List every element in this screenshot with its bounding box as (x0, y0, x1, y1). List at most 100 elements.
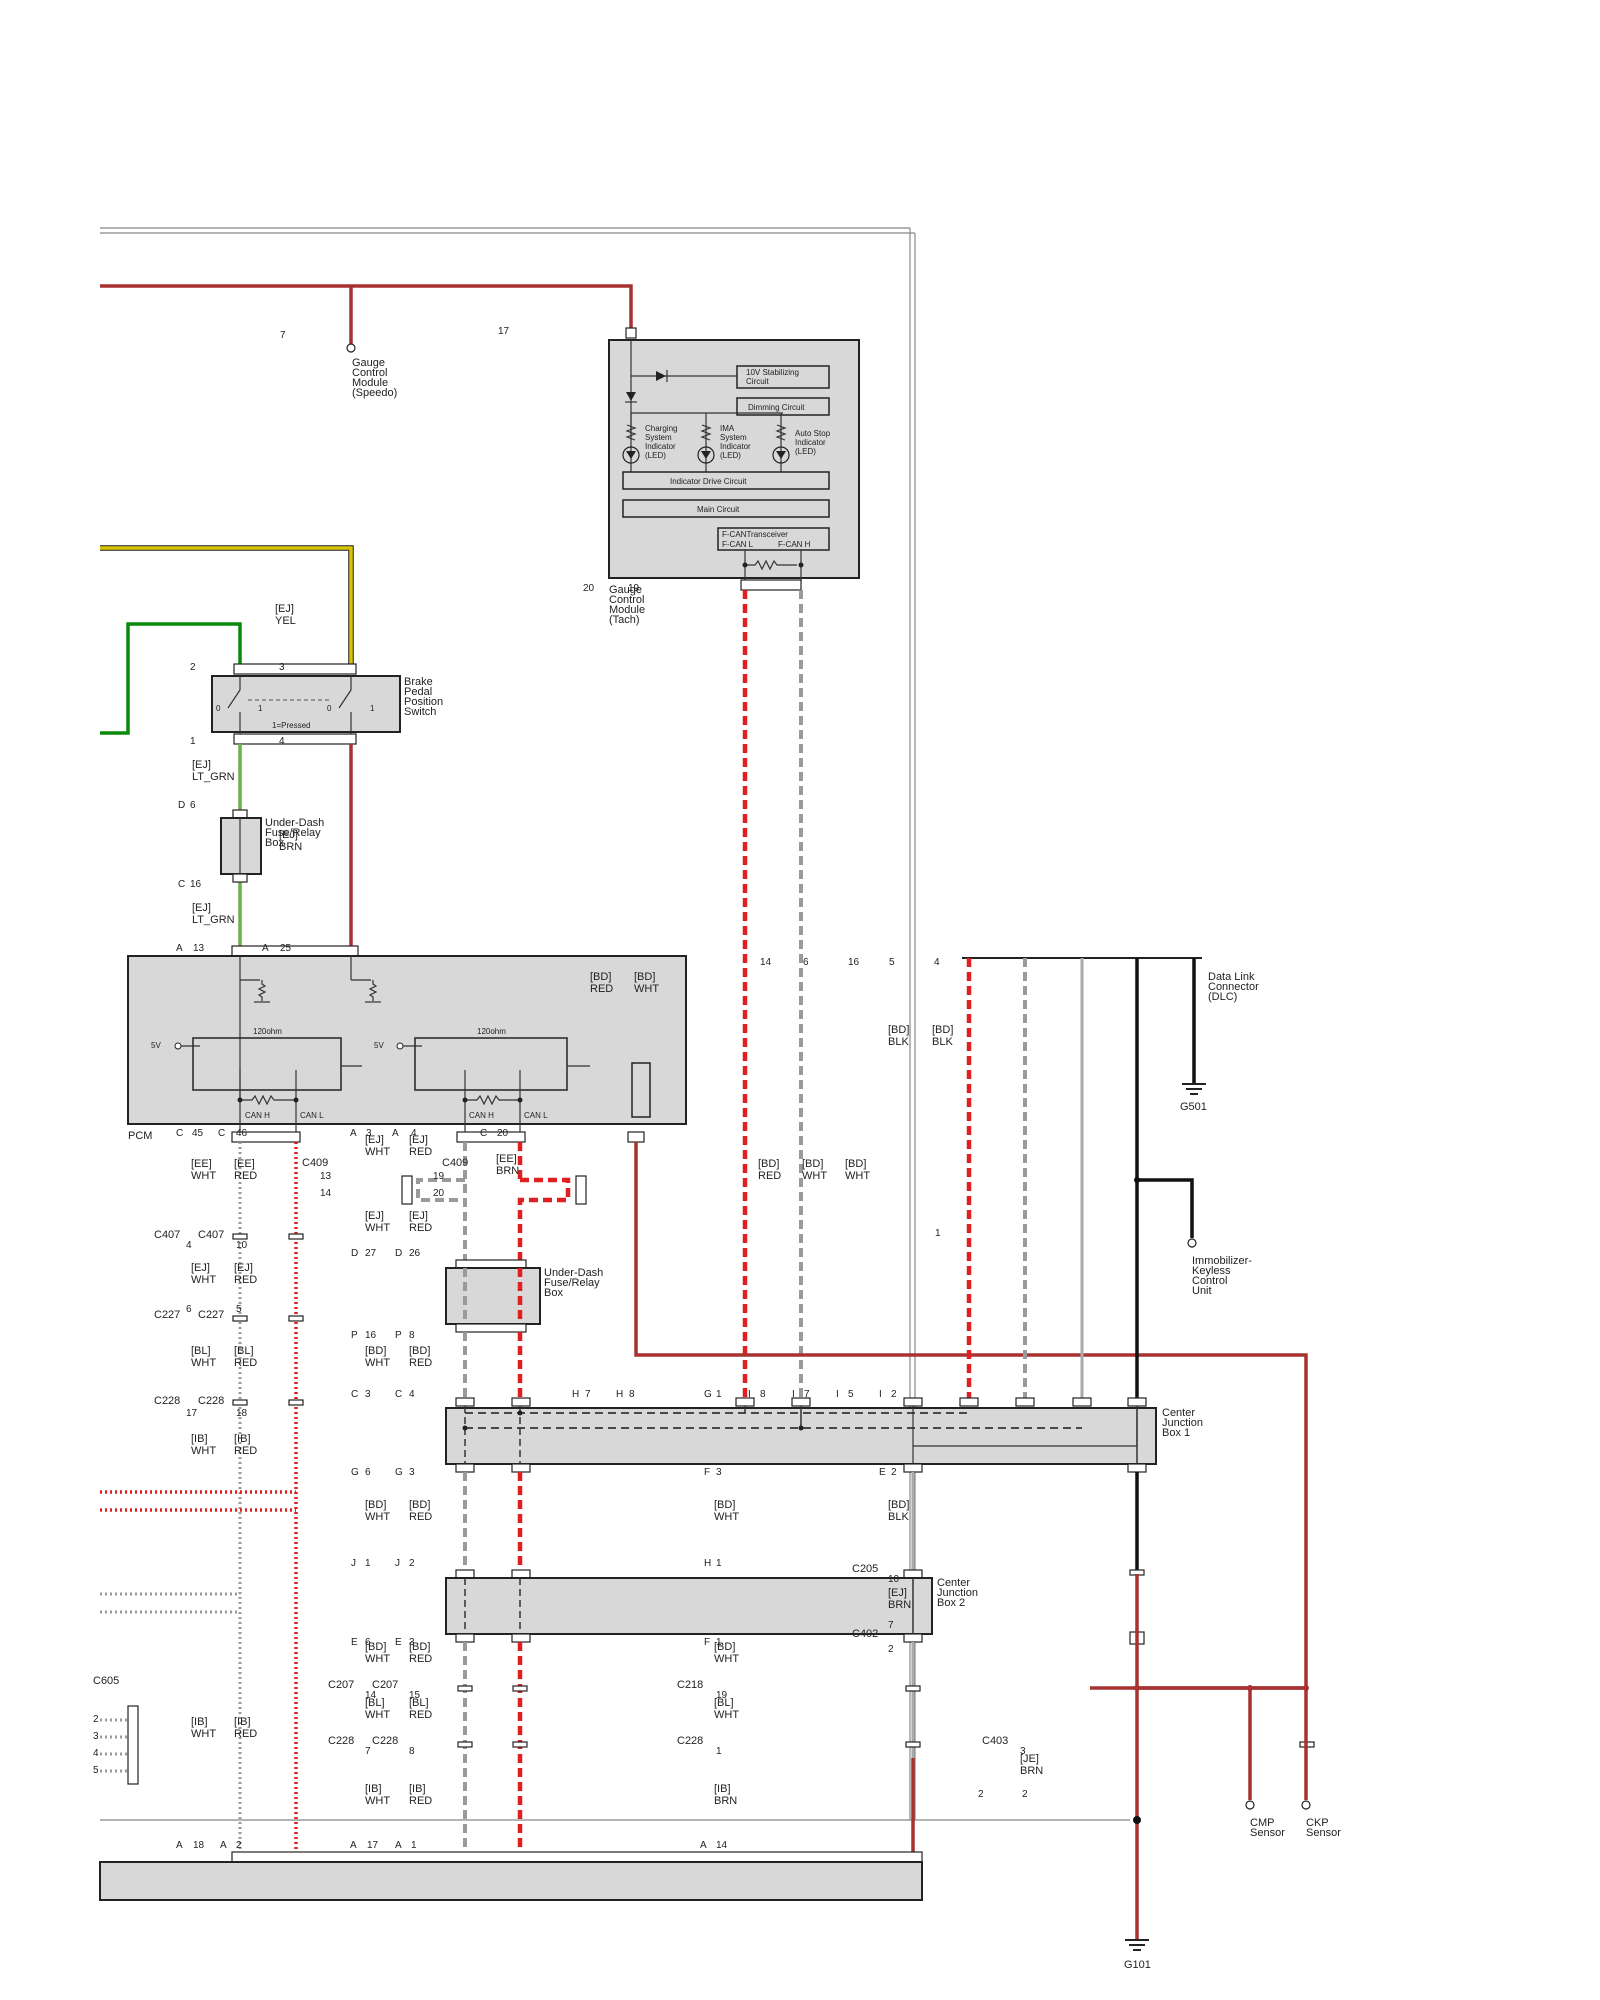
wire-code-1-0: [EJ] (192, 759, 211, 771)
brake-input-wires (100, 545, 354, 735)
pin-number-73: 2 (409, 1558, 415, 1569)
center-junction-box-1 (445, 1397, 1157, 1473)
wire-code-18-0: [EJ] (191, 1262, 210, 1274)
label-immobilizer-1: Immobilizer- (1192, 1255, 1252, 1267)
wire-code-15-1: BRN (496, 1165, 519, 1177)
indicator-drive-circuit-label: Indicator Drive Circuit (670, 477, 747, 486)
wire-code-31-0: [BD] (365, 1641, 386, 1653)
wire-code-24-1: WHT (191, 1445, 216, 1457)
wire-code-33-0: [BD] (714, 1641, 735, 1653)
wire-code-9-1: WHT (802, 1170, 827, 1182)
label-cmp-2: Sensor (1250, 1827, 1285, 1839)
connector-label-14: C218 (677, 1679, 703, 1691)
wire-code-12-1: RED (234, 1170, 257, 1182)
label-brake-switch-1: Brake (404, 676, 433, 688)
pin-number-14: A (262, 943, 269, 954)
wire-code-6-0: [BD] (888, 1024, 909, 1036)
wire-code-12-0: [EE] (234, 1158, 255, 1170)
pin-number-81: 1 (716, 1637, 722, 1648)
wire-code-36-1: WHT (714, 1709, 739, 1721)
bottom-module (99, 1851, 923, 1901)
wire-code-32-1: RED (409, 1653, 432, 1665)
wire-labels: [EJ]YEL[EJ]LT_GRN[EJ]LT_GRN[EJ]BRN[BD]RE… (191, 603, 1043, 1807)
wire-code-28-1: WHT (714, 1511, 739, 1523)
wire-code-21-0: [BL] (234, 1345, 254, 1357)
pin-number-94: 1 (935, 1228, 941, 1239)
pin-number-29: 20 (433, 1188, 445, 1199)
wire-code-1-1: LT_GRN (192, 771, 235, 783)
pin-number-89: 7 (888, 1620, 894, 1631)
label-immobilizer-4: Unit (1192, 1285, 1212, 1297)
switch-0a: 0 (216, 704, 221, 713)
pin-number-57: 7 (804, 1389, 810, 1400)
pin-number-110: 2 (93, 1714, 99, 1725)
label-brake-switch-2: Pedal (404, 686, 432, 698)
pin-number-10: C (178, 879, 185, 890)
wire-code-30-0: [EJ] (888, 1587, 907, 1599)
pin-number-47: 4 (409, 1389, 415, 1400)
wire-code-41-0: [IB] (714, 1783, 731, 1795)
wire-code-40-1: RED (409, 1795, 432, 1807)
gauge-control-module-tach: 10V Stabilizing Circuit Dimming Circuit … (608, 339, 860, 591)
pin-number-101: 18 (193, 1840, 205, 1851)
led-indicators (622, 424, 790, 464)
label-cjb1-1: Center (1162, 1407, 1195, 1419)
pin-number-69: 2 (891, 1467, 897, 1478)
label-dlc-3: (DLC) (1208, 991, 1237, 1003)
autostop-label-3: (LED) (795, 447, 816, 456)
wire-code-27-1: RED (409, 1511, 432, 1523)
pin-number-58: I (836, 1389, 839, 1400)
pcm-can-l-left: CAN L (300, 1111, 324, 1120)
pin-number-28: 19 (433, 1171, 445, 1182)
pin-number-62: G (351, 1467, 359, 1478)
label-ckp-1: CKP (1306, 1817, 1329, 1829)
wire-code-4-0: [BD] (590, 971, 611, 983)
wire-code-21-1: RED (234, 1357, 257, 1369)
wire-code-7-1: BLK (932, 1036, 953, 1048)
pin-number-93: 2 (1022, 1789, 1028, 1800)
pin-number-103: 2 (236, 1840, 242, 1851)
pin-number-51: 8 (629, 1389, 635, 1400)
ground-g501 (1182, 1083, 1206, 1095)
label-dlc-1: Data Link (1208, 971, 1255, 983)
pin-number-38: D (395, 1248, 402, 1259)
wire-code-30-1: BRN (888, 1599, 911, 1611)
pin-number-92: 2 (978, 1789, 984, 1800)
pcm-ohm-right: 120ohm (477, 1027, 506, 1036)
wire-code-17-0: [EJ] (409, 1210, 428, 1222)
wire-code-39-0: [IB] (365, 1783, 382, 1795)
label-g101: G101 (1124, 1959, 1151, 1971)
wire-code-15-0: [EE] (496, 1153, 517, 1165)
pin-number-3: 19 (628, 583, 640, 594)
pin-number-48: H (572, 1389, 579, 1400)
pin-number-64: G (395, 1467, 403, 1478)
wire-code-19-1: RED (234, 1274, 257, 1286)
charging-label-2: System (645, 433, 672, 442)
charging-label-1: Charging (645, 424, 677, 433)
autostop-label-1: Auto Stop (795, 429, 831, 438)
wire-code-3-0: [EJ] (279, 829, 298, 841)
wire-code-27-0: [BD] (409, 1499, 430, 1511)
pin-number-90: 2 (888, 1644, 894, 1655)
pin-number-107: 1 (411, 1840, 417, 1851)
pin-number-46: C (395, 1389, 402, 1400)
wire-code-7-0: [BD] (932, 1024, 953, 1036)
pin-number-109: 14 (716, 1840, 728, 1851)
wire-code-18-1: WHT (191, 1274, 216, 1286)
pin-number-21: 3 (366, 1128, 372, 1139)
wire-code-41-1: BRN (714, 1795, 737, 1807)
wire-code-42-1: BRN (1020, 1765, 1043, 1777)
pin-number-67: 3 (716, 1467, 722, 1478)
pin-number-53: 1 (716, 1389, 722, 1400)
connector-label-7: C409 (442, 1157, 468, 1169)
pin-number-17: 45 (192, 1128, 204, 1139)
pin-number-72: J (395, 1558, 400, 1569)
pin-number-22: A (392, 1128, 399, 1139)
pcm-5v-right: 5V (374, 1041, 384, 1050)
brake-pedal-position-switch: 0 1 0 1 1=Pressed (211, 663, 401, 745)
wire-code-19-0: [EJ] (234, 1262, 253, 1274)
connector-label-9: C402 (852, 1628, 878, 1640)
pin-number-55: 8 (760, 1389, 766, 1400)
